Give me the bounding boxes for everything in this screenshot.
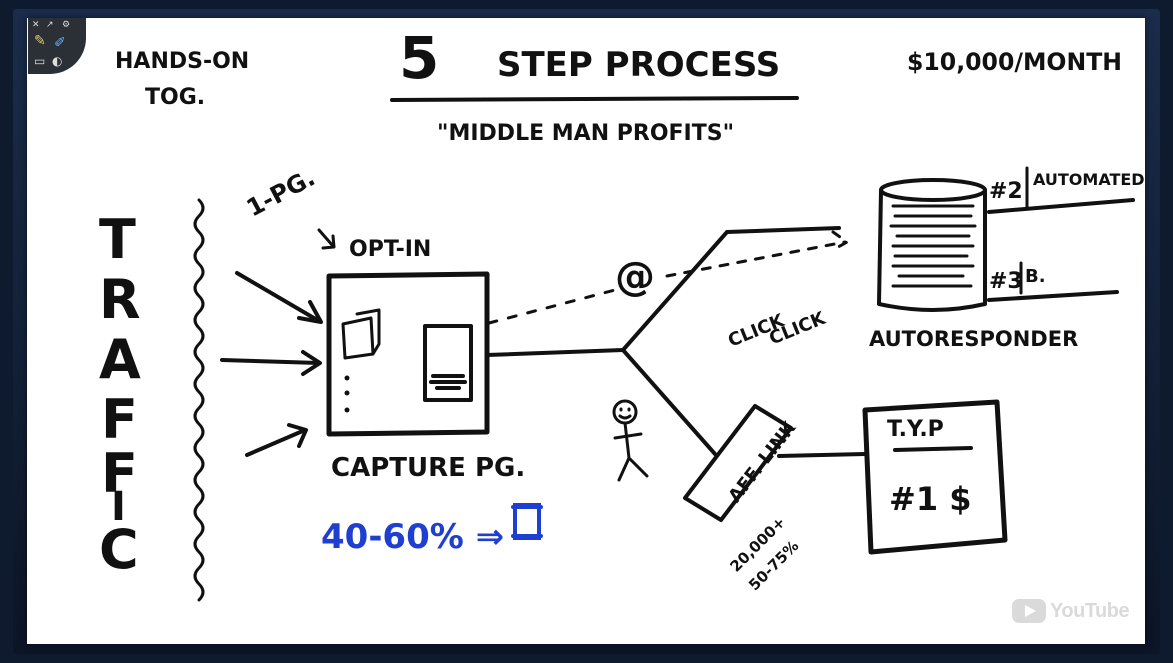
autoresponder-label: AUTORESPONDER	[869, 327, 1078, 351]
title-underline	[390, 96, 799, 102]
step3-text: B.	[1025, 266, 1046, 287]
stick-figure-icon	[612, 399, 649, 482]
color-wheel-icon[interactable]: ◐	[52, 54, 63, 68]
flow-line-upper	[621, 226, 841, 352]
traffic-letter: T	[99, 208, 136, 271]
flow-line-lower	[621, 348, 717, 456]
traffic-arrows	[220, 271, 323, 457]
step2-text: AUTOMATED	[1033, 170, 1145, 189]
youtube-watermark[interactable]: YouTube	[1012, 599, 1130, 623]
marker-icon[interactable]: ✐	[54, 35, 66, 51]
typ-title: T.Y.P	[887, 417, 944, 442]
traffic-letter: A	[99, 328, 141, 391]
wavy-divider	[193, 198, 205, 602]
conversion-list-icon	[511, 503, 543, 540]
capture-page-label: CAPTURE PG.	[331, 453, 525, 483]
typ-price: #1 $	[889, 480, 971, 518]
title-text: STEP PROCESS	[497, 45, 780, 85]
autoresponder-database-icon	[877, 178, 987, 312]
step2-line	[987, 198, 1135, 214]
share-icon[interactable]: ↗	[46, 20, 54, 30]
eraser-icon[interactable]: ▭	[34, 54, 46, 68]
traffic-letter: F	[101, 388, 138, 451]
traffic-letter: R	[99, 268, 141, 331]
pen-icon[interactable]: ✎	[34, 33, 46, 49]
traffic-letter: I	[111, 484, 126, 530]
email-dashed-line	[487, 288, 617, 325]
traffic-column: T R A F F I C	[99, 208, 141, 581]
top-left-note-line1: HANDS-ON	[115, 49, 249, 74]
step3-line	[987, 290, 1119, 302]
step3-number: #3	[989, 269, 1023, 294]
title-number: 5	[399, 24, 439, 92]
step2-number: #2	[989, 179, 1023, 204]
traffic-letter: C	[99, 518, 139, 581]
close-icon[interactable]: ✕	[32, 20, 40, 30]
flow-line-main	[485, 348, 625, 357]
email-dashed-arrow	[665, 230, 849, 278]
opt-in-label: OPT-IN	[349, 237, 431, 262]
whiteboard-drawing: 5 STEP PROCESS "MIDDLE MAN PROFITS" HAND…	[99, 24, 1145, 602]
one-page-note: 1-PG.	[242, 163, 320, 222]
conversion-rate: 40-60% ⇒	[321, 517, 504, 557]
thank-you-page-box	[862, 399, 1008, 555]
flow-line-typ	[777, 452, 867, 458]
email-at-symbol: @	[615, 254, 655, 300]
traffic-letter: F	[101, 442, 138, 505]
top-left-note-line2: TOG.	[145, 85, 205, 110]
top-right-goal: $10,000/MONTH	[907, 48, 1122, 76]
typ-underline	[893, 446, 973, 452]
youtube-play-icon	[1012, 599, 1046, 623]
subtitle: "MIDDLE MAN PROFITS"	[437, 121, 734, 146]
settings-icon[interactable]: ⚙	[62, 20, 71, 30]
opt-in-pointer	[317, 228, 336, 250]
capture-page-box	[326, 271, 490, 437]
affiliate-link-tag: AFF. LINK	[683, 404, 801, 522]
youtube-wordmark: YouTube	[1050, 599, 1130, 622]
whiteboard-canvas: 5 STEP PROCESS "MIDDLE MAN PROFITS" HAND…	[27, 18, 1145, 644]
